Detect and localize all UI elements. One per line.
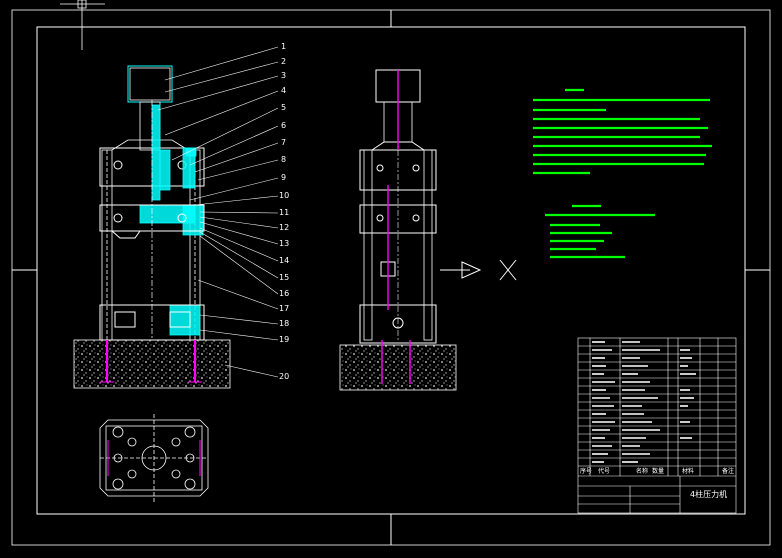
sheet-frame <box>11 9 771 546</box>
callout-10: 10 <box>279 191 289 200</box>
callout-numbers: 1 2 3 4 5 6 7 8 9 10 11 12 13 14 15 16 1… <box>279 42 289 381</box>
side-view <box>339 69 457 391</box>
callout-18: 18 <box>279 319 289 328</box>
callout-16: 16 <box>279 289 289 298</box>
callout-leaders <box>157 46 279 378</box>
callout-7: 7 <box>281 138 286 147</box>
callout-4: 4 <box>281 86 286 95</box>
callout-14: 14 <box>279 256 289 265</box>
callout-1: 1 <box>281 42 286 51</box>
callout-5: 5 <box>281 103 286 112</box>
bom-header-name: 名称 <box>636 467 648 475</box>
view-arrow-icon <box>440 259 517 281</box>
drawing-title: 4柱压力机 <box>690 489 727 499</box>
callout-15: 15 <box>279 273 289 282</box>
bom-header-code: 代号 <box>598 467 610 475</box>
foundation-block <box>73 339 231 389</box>
technical-notes-lower <box>545 204 655 259</box>
crosshair-cursor-icon <box>60 0 105 50</box>
callout-12: 12 <box>279 223 289 232</box>
callout-6: 6 <box>281 121 286 130</box>
technical-notes-upper <box>533 88 712 175</box>
callout-17: 17 <box>279 304 289 313</box>
bom-header-remark: 备注 <box>722 467 734 475</box>
callout-19: 19 <box>279 335 289 344</box>
callout-2: 2 <box>281 57 286 66</box>
callout-3: 3 <box>281 71 286 80</box>
callout-11: 11 <box>279 208 289 217</box>
callout-9: 9 <box>281 173 286 182</box>
callout-20: 20 <box>279 372 289 381</box>
bom-header-no: 序号 <box>580 467 592 475</box>
bom-header-qty: 数量 <box>652 467 664 475</box>
bill-of-materials <box>577 337 737 514</box>
bom-header: 序号 代号 名称 数量 材料 备注 <box>580 467 734 475</box>
callout-8: 8 <box>281 155 286 164</box>
callout-13: 13 <box>279 239 289 248</box>
bom-header-material: 材料 <box>682 467 694 475</box>
front-view <box>73 65 231 389</box>
bom-row-content <box>592 341 696 463</box>
plan-view <box>99 414 209 502</box>
